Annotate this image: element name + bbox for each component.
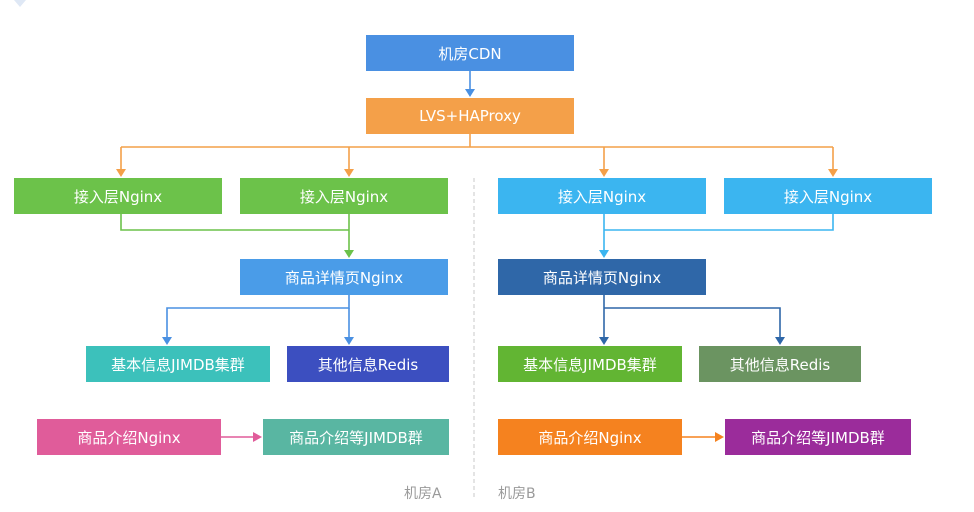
arrowhead-room-a-to-detail — [344, 250, 354, 258]
node-room-a-access-nginx-2: 接入层Nginx — [240, 178, 448, 214]
node-room-a-access-nginx-1: 接入层Nginx — [14, 178, 222, 214]
node-cdn: 机房CDN — [366, 35, 574, 71]
node-room-a-detail-nginx: 商品详情页Nginx — [240, 259, 448, 295]
node-room-a-basic-jimdb: 基本信息JIMDB集群 — [86, 346, 270, 382]
arrowhead-cdn-to-lvs — [465, 89, 475, 97]
connector-room-b-access-merge — [604, 214, 834, 231]
node-room-b-intro-jimdb: 商品介绍等JIMDB群 — [725, 419, 911, 455]
node-room-b-intro-nginx: 商品介绍Nginx — [498, 419, 682, 455]
node-room-b-redis: 其他信息Redis — [699, 346, 861, 382]
node-room-b-access-nginx-2: 接入层Nginx — [724, 178, 932, 214]
node-room-a-intro-nginx: 商品介绍Nginx — [37, 419, 221, 455]
room-b-label: 机房B — [498, 486, 536, 502]
node-room-b-basic-jimdb: 基本信息JIMDB集群 — [498, 346, 682, 382]
connector-room-a-access-merge — [120, 214, 349, 231]
node-lvs-haproxy: LVS+HAProxy — [366, 98, 574, 134]
corner-marker — [14, 0, 26, 7]
arrowhead-room-b-redis — [775, 337, 785, 345]
node-room-a-redis: 其他信息Redis — [287, 346, 449, 382]
connector-room-a-detail-to-jimdb — [166, 295, 350, 338]
arrowhead-room-b-intro — [715, 432, 724, 442]
room-a-label: 机房A — [404, 486, 442, 502]
arrowhead-room-a-redis — [344, 337, 354, 345]
arrowhead-lvs-drop-2 — [344, 169, 354, 177]
node-room-b-access-nginx-1: 接入层Nginx — [498, 178, 706, 214]
arrowhead-lvs-drop-3 — [599, 169, 609, 177]
connector-room-b-detail-to-redis — [604, 307, 781, 338]
arrowhead-room-b-jimdb — [599, 337, 609, 345]
arrowhead-lvs-drop-4 — [828, 169, 838, 177]
node-room-a-intro-jimdb: 商品介绍等JIMDB群 — [263, 419, 449, 455]
arrowhead-room-a-intro — [253, 432, 262, 442]
arrowhead-room-a-jimdb — [162, 337, 172, 345]
node-room-b-detail-nginx: 商品详情页Nginx — [498, 259, 706, 295]
arrowhead-lvs-drop-1 — [116, 169, 126, 177]
arrowhead-room-b-to-detail — [599, 250, 609, 258]
